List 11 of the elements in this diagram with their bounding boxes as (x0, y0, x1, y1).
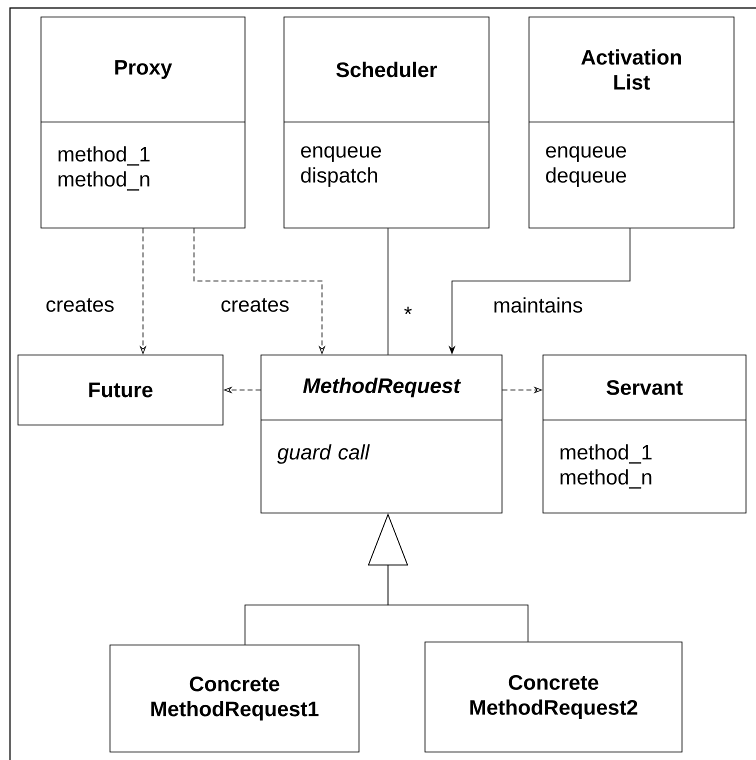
class-box: Activation List enqueue dequeue (528, 16, 734, 228)
class-box: Concrete MethodRequest2 (424, 642, 682, 752)
class-box: Concrete MethodRequest1 (110, 644, 360, 752)
class-box: Proxy method_1 method_n (40, 16, 246, 228)
class-box: Future (18, 354, 224, 426)
edge-label: creates (220, 297, 290, 313)
class-box: Scheduler enqueue dispatch (284, 16, 490, 228)
class-box: Servant method_1 method_n (542, 354, 746, 514)
class-box: MethodRequest guard call (260, 354, 502, 514)
edge-label: maintains (492, 296, 584, 314)
edge-label: creates (44, 297, 116, 313)
